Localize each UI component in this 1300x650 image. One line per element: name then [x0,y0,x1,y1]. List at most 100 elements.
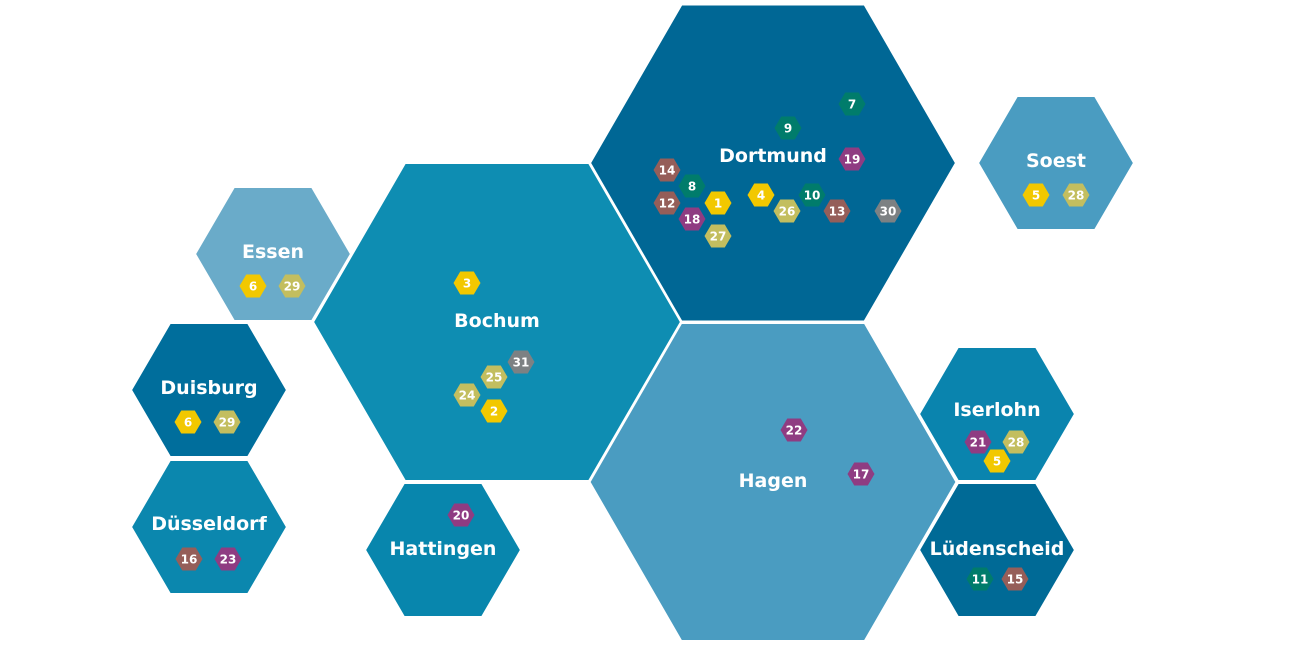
badge-olive[interactable]: 26 [773,199,801,223]
badge-hex-shape [1022,183,1050,207]
badge-yellow[interactable]: 6 [239,274,267,298]
badge-number: 21 [970,436,987,450]
badge-olive[interactable]: 29 [213,410,241,434]
badge-hex-shape [1062,183,1090,207]
badge-green[interactable]: 7 [838,92,866,116]
badge-green[interactable]: 10 [798,183,826,207]
city-hex-duesseldorf[interactable]: Düsseldorf 16 23 [129,459,289,595]
badge-number: 3 [463,277,471,291]
badge-olive[interactable]: 28 [1002,430,1030,454]
badge-hex-shape [213,410,241,434]
badge-brown[interactable]: 16 [175,547,203,571]
badge-hex-shape [678,207,706,231]
city-hex-soest[interactable]: Soest 5 28 [976,95,1136,231]
badge-olive[interactable]: 25 [480,365,508,389]
badge-number: 5 [993,455,1001,469]
badge-purple[interactable]: 17 [847,462,875,486]
badge-hex-shape [823,199,851,223]
city-hex-shape [129,459,289,595]
badge-purple[interactable]: 18 [678,207,706,231]
badge-olive[interactable]: 27 [704,224,732,248]
city-label: Essen [242,241,304,263]
badge-number: 1 [714,197,722,211]
badge-hex-shape [780,418,808,442]
city-label: Bochum [454,310,540,332]
badge-hex-shape [1001,567,1029,591]
city-label: Soest [1026,150,1086,172]
badge-olive[interactable]: 29 [278,274,306,298]
badge-number: 12 [659,197,676,211]
badge-yellow[interactable]: 6 [174,410,202,434]
badge-brown[interactable]: 12 [653,191,681,215]
badge-number: 7 [848,98,856,112]
city-label: Hagen [739,470,808,492]
badge-number: 9 [784,122,792,136]
badge-brown[interactable]: 14 [653,158,681,182]
city-hex-shape [129,322,289,458]
city-hex-hagen[interactable]: Hagen 22 17 [588,322,958,642]
badge-hex-shape [678,174,706,198]
badge-number: 18 [684,213,701,227]
city-hex-shape [917,482,1077,618]
badge-number: 4 [757,189,765,203]
city-label: Hattingen [390,538,497,560]
badge-grey[interactable]: 30 [874,199,902,223]
badge-brown[interactable]: 13 [823,199,851,223]
badge-hex-shape [704,224,732,248]
city-label: Düsseldorf [151,513,267,535]
badge-purple[interactable]: 21 [964,430,992,454]
badge-yellow[interactable]: 5 [1022,183,1050,207]
badge-number: 19 [844,153,861,167]
badge-yellow[interactable]: 4 [747,183,775,207]
badge-purple[interactable]: 22 [780,418,808,442]
city-label: Iserlohn [953,399,1040,421]
badge-hex-shape [773,199,801,223]
badge-olive[interactable]: 24 [453,383,481,407]
badge-green[interactable]: 9 [774,116,802,140]
badge-yellow[interactable]: 3 [453,271,481,295]
badge-hex-shape [214,547,242,571]
badge-hex-shape [838,92,866,116]
badge-purple[interactable]: 23 [214,547,242,571]
city-label: Dortmund [719,145,827,167]
badge-number: 29 [219,416,236,430]
badge-number: 20 [453,509,470,523]
badge-hex-shape [847,462,875,486]
badge-green[interactable]: 11 [966,567,994,591]
city-hex-shape [976,95,1136,231]
badge-hex-shape [174,410,202,434]
badge-hex-shape [175,547,203,571]
badge-hex-shape [453,383,481,407]
badge-hex-shape [774,116,802,140]
badge-yellow[interactable]: 1 [704,191,732,215]
badge-yellow[interactable]: 5 [983,449,1011,473]
badge-number: 15 [1007,573,1024,587]
city-hex-shape [363,482,523,618]
badge-hex-shape [447,503,475,527]
badge-purple[interactable]: 20 [447,503,475,527]
city-hex-luedenscheid[interactable]: Lüdenscheid 11 15 [917,482,1077,618]
badge-hex-shape [747,183,775,207]
badge-number: 5 [1032,189,1040,203]
city-hex-essen[interactable]: Essen 6 29 [193,186,353,322]
badge-purple[interactable]: 19 [838,147,866,171]
badge-hex-shape [983,449,1011,473]
city-label: Lüdenscheid [930,538,1065,560]
badge-brown[interactable]: 15 [1001,567,1029,591]
badge-olive[interactable]: 28 [1062,183,1090,207]
badge-number: 17 [853,468,870,482]
badge-number: 22 [786,424,803,438]
badge-number: 29 [284,280,301,294]
city-hex-shape [588,322,958,642]
badge-green[interactable]: 8 [678,174,706,198]
badge-number: 28 [1008,436,1025,450]
city-hex-hattingen[interactable]: Hattingen 20 [363,482,523,618]
badge-yellow[interactable]: 2 [480,399,508,423]
city-hex-iserlohn[interactable]: Iserlohn 21 28 5 [917,346,1077,482]
badge-grey[interactable]: 31 [507,350,535,374]
badge-number: 2 [490,405,498,419]
